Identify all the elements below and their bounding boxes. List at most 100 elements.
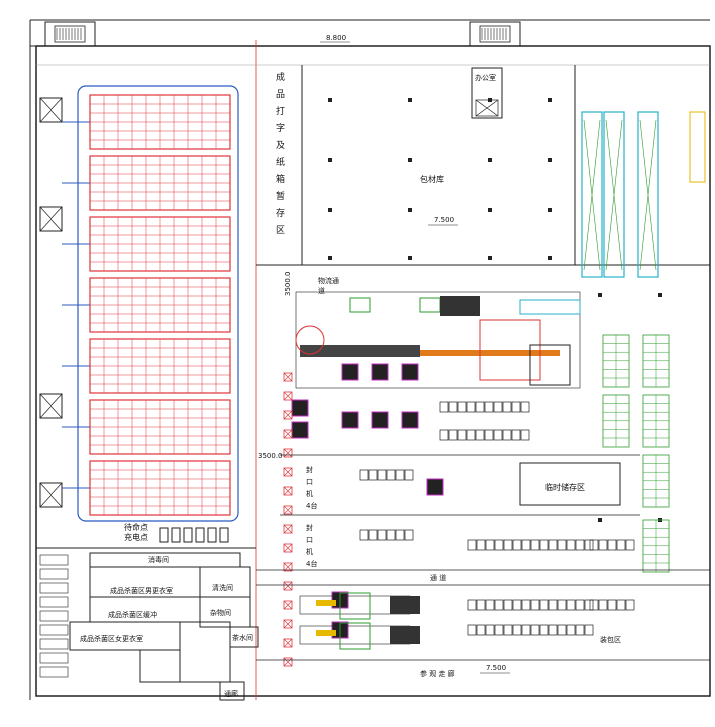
slot-box bbox=[548, 539, 558, 551]
charging-stations bbox=[159, 527, 229, 543]
slot-box bbox=[566, 539, 576, 551]
robot-icon bbox=[426, 478, 444, 496]
green-storage-racks bbox=[602, 334, 670, 573]
column-grid bbox=[328, 98, 662, 522]
slot-box bbox=[625, 539, 635, 551]
bottom-left-rooms bbox=[36, 547, 259, 701]
slot-box bbox=[607, 599, 617, 611]
slot-box bbox=[607, 539, 617, 551]
slot-box bbox=[386, 529, 396, 541]
palletizer-robots bbox=[291, 363, 444, 639]
passage-label: 通 道 bbox=[430, 573, 446, 582]
slot-box bbox=[598, 599, 608, 611]
slot-box bbox=[625, 599, 635, 611]
elevation-top: 8.800 bbox=[326, 34, 346, 42]
slot-box bbox=[484, 401, 494, 413]
slot-box bbox=[511, 401, 521, 413]
dimension-3500-b: 3500.0 bbox=[258, 452, 283, 460]
slot-box bbox=[485, 599, 495, 611]
sterilization-racks bbox=[62, 94, 231, 516]
slot-box bbox=[494, 539, 504, 551]
slot-box bbox=[584, 624, 594, 636]
agv-track bbox=[77, 85, 239, 522]
vertical-zone-char: 字 bbox=[276, 122, 285, 134]
sealer-a-4: 4台 bbox=[306, 501, 317, 510]
vertical-zone-char: 箱 bbox=[276, 173, 285, 185]
slot-box bbox=[466, 429, 476, 441]
slot-box bbox=[404, 469, 414, 481]
slot-box bbox=[575, 539, 585, 551]
slot-box bbox=[548, 624, 558, 636]
room-buffer: 成品杀菌区缓冲 bbox=[108, 610, 157, 619]
stair-top-left bbox=[44, 21, 96, 47]
slot-box bbox=[466, 401, 476, 413]
slot-box bbox=[502, 401, 512, 413]
slot-box bbox=[512, 599, 522, 611]
robot-icon bbox=[341, 363, 359, 381]
slot-box bbox=[359, 529, 369, 541]
marker bbox=[283, 657, 293, 667]
vertical-zone-char: 成 bbox=[276, 71, 285, 83]
conveyor-racks bbox=[581, 111, 659, 278]
red-markers bbox=[283, 372, 293, 667]
slot-box bbox=[511, 429, 521, 441]
marker bbox=[283, 486, 293, 496]
slot-box bbox=[530, 599, 540, 611]
slot-box bbox=[548, 599, 558, 611]
vertical-zone-char: 区 bbox=[276, 225, 285, 236]
stair-top-right bbox=[469, 21, 521, 47]
slot-box bbox=[439, 401, 449, 413]
slot-box bbox=[566, 599, 576, 611]
slot-box bbox=[566, 624, 576, 636]
slot-box bbox=[457, 401, 467, 413]
slot-box bbox=[520, 401, 530, 413]
sealer-a-1: 封 bbox=[306, 465, 313, 474]
slot-box bbox=[584, 599, 594, 611]
robot-icon bbox=[401, 363, 419, 381]
slot-box bbox=[589, 539, 599, 551]
slot-box bbox=[520, 429, 530, 441]
slot-box bbox=[485, 624, 495, 636]
slot-box bbox=[616, 599, 626, 611]
slot-box bbox=[575, 599, 585, 611]
robot-icon bbox=[371, 363, 389, 381]
temp-storage-frame bbox=[519, 462, 621, 506]
lower-production-lines bbox=[299, 592, 420, 650]
slot-box bbox=[475, 401, 485, 413]
slot-box bbox=[493, 401, 503, 413]
marker bbox=[283, 581, 293, 591]
vertical-zone-char: 打 bbox=[276, 105, 285, 117]
slot-box bbox=[485, 539, 495, 551]
slot-box bbox=[521, 599, 531, 611]
room-misc: 杂物间 bbox=[210, 608, 231, 617]
slot-box bbox=[530, 624, 540, 636]
slot-box bbox=[448, 401, 458, 413]
slot-box bbox=[457, 429, 467, 441]
slot-box bbox=[521, 539, 531, 551]
robot-icon bbox=[341, 411, 359, 429]
room-female-changing: 成品杀菌区女更衣室 bbox=[80, 634, 143, 643]
slot-box bbox=[503, 539, 513, 551]
slot-box bbox=[476, 624, 486, 636]
sealer-b-3: 机 bbox=[306, 547, 313, 556]
marker bbox=[283, 524, 293, 534]
elevator-icon bbox=[39, 97, 63, 508]
room-tea: 茶水间 bbox=[232, 633, 253, 642]
packing-store-label: 包材库 bbox=[420, 174, 444, 184]
logistics-channel-1: 物流通 bbox=[318, 276, 339, 285]
slot-box bbox=[512, 539, 522, 551]
sealer-b-2: 口 bbox=[306, 536, 313, 544]
marker bbox=[283, 391, 293, 401]
stair-label: 通廊 bbox=[224, 689, 238, 698]
slot-box bbox=[575, 624, 585, 636]
sealer-a-2: 口 bbox=[306, 478, 313, 486]
slot-box bbox=[584, 539, 594, 551]
sealer-b-4: 4台 bbox=[306, 559, 317, 568]
marker bbox=[283, 600, 293, 610]
marker bbox=[283, 410, 293, 420]
lockers bbox=[39, 554, 69, 678]
slot-box bbox=[503, 624, 513, 636]
slot-box bbox=[616, 539, 626, 551]
slot-box bbox=[475, 429, 485, 441]
